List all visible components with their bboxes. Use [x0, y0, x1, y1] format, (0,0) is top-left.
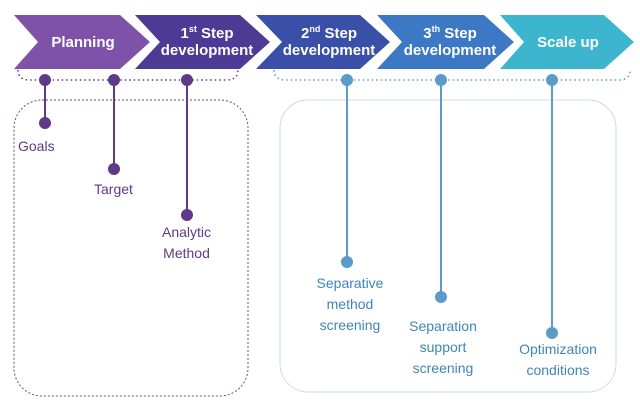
step-label-planning: Planning — [51, 33, 115, 51]
chevron-planning — [14, 15, 150, 69]
step-label-scale-up: Scale up — [537, 33, 599, 51]
planning-connector — [17, 69, 239, 81]
step-label-step3: 3th Step development — [403, 24, 497, 60]
development-connector — [273, 69, 631, 81]
item-separative-method-screening: Separative method screening — [316, 275, 384, 333]
item-goals: Goals — [18, 138, 55, 154]
step-label-step2: 2nd Step development — [282, 24, 376, 60]
development-group-box — [279, 99, 617, 393]
chevron-step1 — [135, 15, 270, 69]
item-optimization-conditions: Optimization conditions — [519, 341, 597, 378]
chevron-scale-up — [500, 15, 634, 69]
step-label-step1: 1st Step development — [160, 24, 254, 60]
chevron-step3 — [377, 15, 514, 69]
item-analytic-method: Analytic Method — [162, 224, 212, 261]
planning-pins — [39, 74, 193, 221]
chevron-step2 — [256, 15, 390, 69]
item-separation-support-screening: Separation support screening — [409, 318, 477, 376]
development-pins — [341, 74, 558, 339]
planning-group-box — [13, 99, 249, 397]
item-target: Target — [94, 181, 133, 197]
